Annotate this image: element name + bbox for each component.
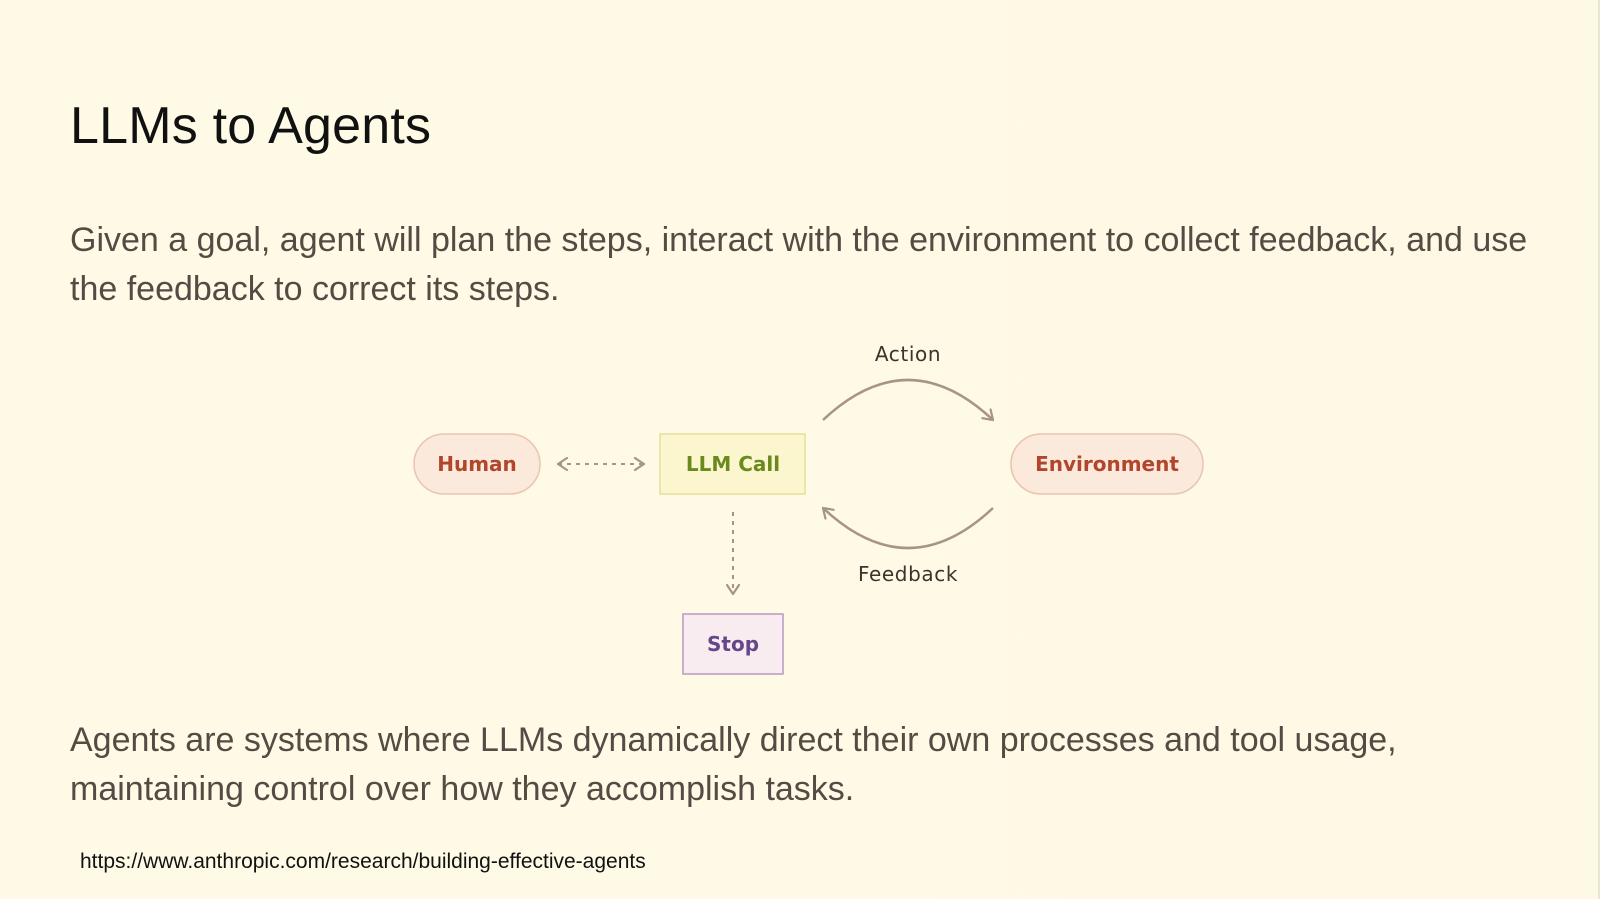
environment-node: Environment: [1010, 433, 1204, 495]
stop-label: Stop: [707, 632, 759, 656]
human-label: Human: [437, 452, 517, 476]
intro-paragraph: Given a goal, agent will plan the steps,…: [70, 221, 1528, 308]
environment-label: Environment: [1035, 452, 1179, 476]
feedback-arrow: [823, 508, 994, 550]
action-arrow: [822, 378, 993, 420]
slide-edge: [1598, 0, 1600, 899]
human-node: Human: [413, 433, 541, 495]
slide-title: LLMs to Agents: [70, 97, 432, 155]
llm-call-node: LLM Call: [659, 433, 806, 495]
stop-node: Stop: [682, 613, 784, 675]
llm-call-label: LLM Call: [686, 452, 780, 476]
outro-paragraph: Agents are systems where LLMs dynamicall…: [70, 721, 1397, 808]
source-link[interactable]: https://www.anthropic.com/research/build…: [80, 850, 646, 873]
action-label: Action: [875, 342, 941, 366]
feedback-label: Feedback: [858, 562, 958, 586]
